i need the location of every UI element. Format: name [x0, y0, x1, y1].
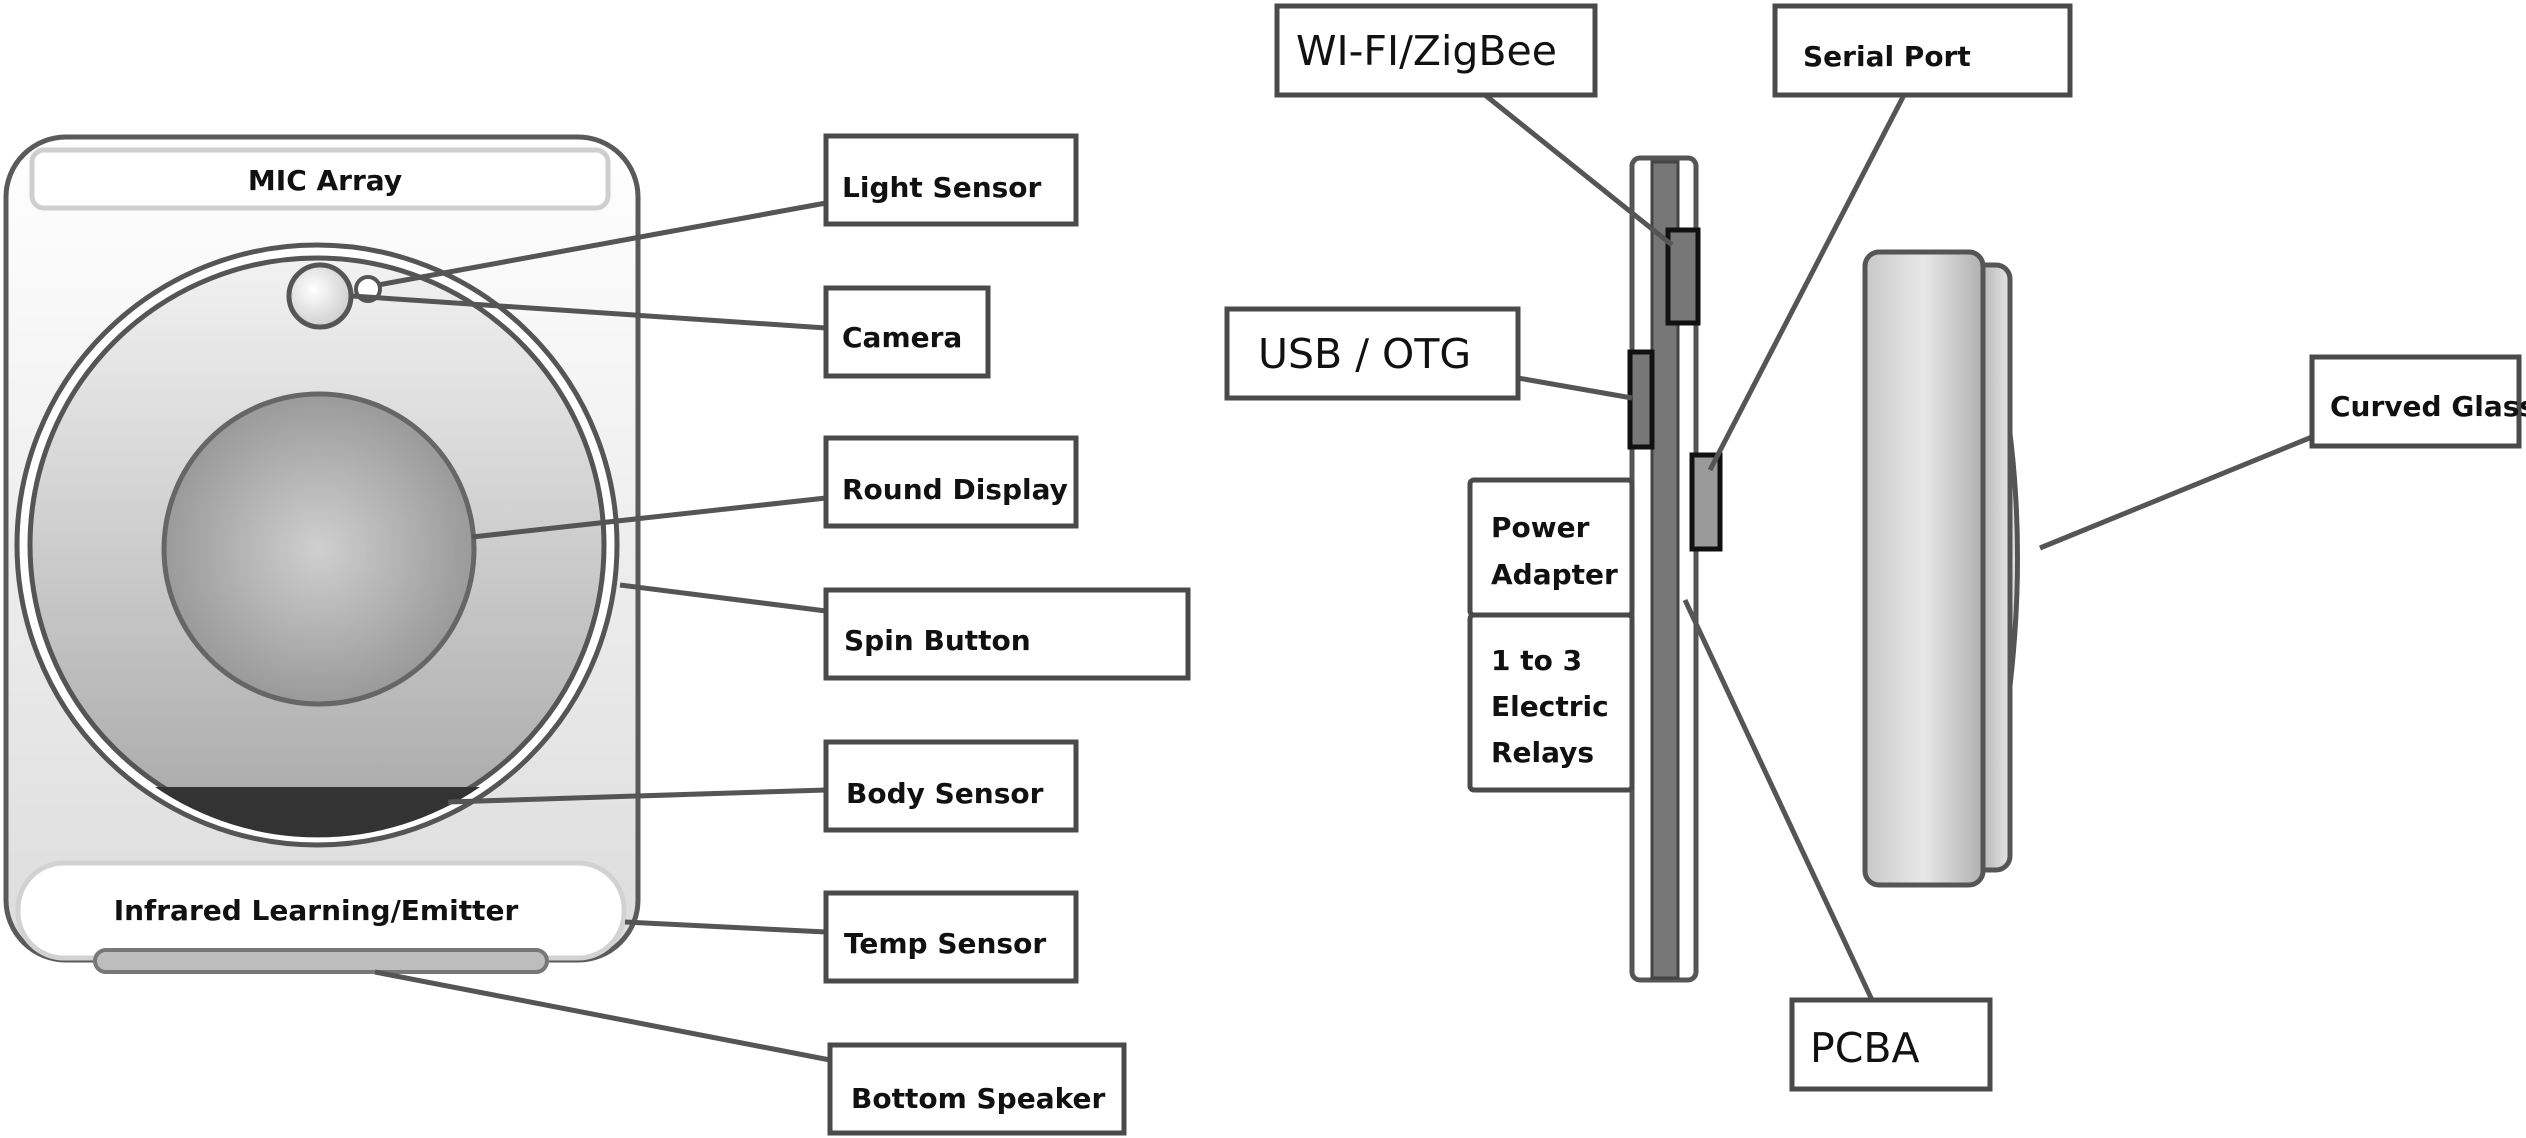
power-adapter-line1: Power — [1491, 511, 1590, 544]
leader-serial-port — [1707, 93, 1907, 472]
front-leader-lines — [351, 200, 831, 1063]
leader-temp-sensor — [624, 919, 827, 935]
callout-spin-button-label: Spin Button — [844, 624, 1031, 657]
callout-serial-port — [1772, 3, 2073, 98]
power-adapter-line2: Adapter — [1491, 558, 1618, 591]
leader-light-sensor — [377, 200, 827, 288]
camera — [286, 262, 354, 330]
power-adapter-box — [1467, 477, 1635, 618]
callout-temp-sensor — [823, 890, 1079, 984]
relays-box — [1467, 612, 1635, 793]
callout-wifi-zigbee-label: WI-FI/ZigBee — [1296, 27, 1557, 75]
bottom-speaker — [93, 948, 549, 974]
leader-spin-button — [619, 582, 827, 614]
callout-body-sensor-label: Body Sensor — [846, 777, 1044, 810]
infrared-label: Infrared Learning/Emitter — [114, 894, 519, 927]
callout-wifi-zigbee — [1274, 3, 1598, 98]
leader-camera — [351, 293, 827, 331]
callout-usb-otg — [1224, 306, 1521, 401]
callout-spin-button — [823, 587, 1191, 681]
leader-curved-glass — [2039, 434, 2313, 551]
leader-bottom-speaker — [374, 969, 831, 1063]
relays-line1: 1 to 3 — [1491, 644, 1582, 677]
callout-curved-glass — [2309, 354, 2522, 449]
body-sensor — [155, 787, 480, 838]
callout-round-display — [823, 435, 1079, 529]
callout-pcba — [1789, 997, 1993, 1092]
leader-usb-otg — [1517, 375, 1633, 401]
side-view: Power Adapter 1 to 3 Electric Relays — [1467, 155, 2020, 983]
usb-otg-port — [1627, 349, 1655, 450]
relays-line2: Electric — [1491, 690, 1609, 723]
leader-wifi-zigbee — [1483, 93, 1674, 247]
callout-body-sensor — [823, 739, 1079, 833]
callout-usb-otg-label: USB / OTG — [1258, 330, 1471, 378]
leader-round-display — [471, 495, 827, 540]
callout-camera-label: Camera — [842, 321, 962, 354]
side-callouts: WI-FI/ZigBee Serial Port USB / OTG Curve… — [1224, 3, 2526, 1092]
serial-port-connector — [1689, 452, 1723, 552]
callout-bottom-speaker — [827, 1042, 1127, 1136]
pcb-board — [1650, 160, 1680, 980]
callout-camera — [823, 285, 991, 379]
callout-serial-port-label: Serial Port — [1803, 40, 1971, 73]
wifi-zigbee-module — [1665, 227, 1701, 326]
mic-array-label: MIC Array — [248, 164, 402, 197]
callout-light-sensor — [823, 133, 1079, 227]
callout-bottom-speaker-label: Bottom Speaker — [851, 1082, 1105, 1115]
cover-body — [1862, 249, 1986, 888]
callout-temp-sensor-label: Temp Sensor — [844, 927, 1046, 960]
callout-pcba-label: PCBA — [1810, 1024, 1920, 1072]
front-view: MIC Array Infrared Learning/Emitter — [3, 134, 641, 974]
relays-line3: Relays — [1491, 736, 1594, 769]
side-leader-lines — [1483, 93, 2313, 1002]
mic-array — [29, 147, 611, 211]
callout-curved-glass-label: Curved Glass — [2330, 390, 2526, 423]
leader-pcba — [1682, 598, 1875, 1002]
leader-body-sensor — [447, 787, 827, 805]
callout-light-sensor-label: Light Sensor — [842, 171, 1042, 204]
round-display — [161, 391, 477, 707]
front-callouts: Light Sensor Camera Round Display Spin B… — [823, 133, 1191, 1136]
callout-round-display-label: Round Display — [842, 473, 1068, 506]
